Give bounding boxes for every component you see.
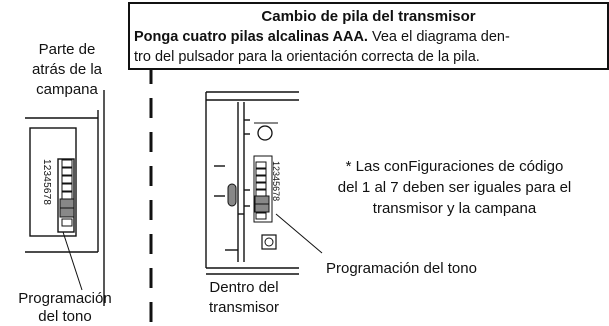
transmitter-dip-switch bbox=[253, 155, 273, 223]
chime-back-label-line1: Parte de bbox=[38, 41, 96, 58]
chime-dip-num-8: 8 bbox=[41, 199, 52, 206]
code-note: * Las conFiguraciones de código del 1 al… bbox=[300, 156, 609, 219]
chime-tone-caption-line1: Programación bbox=[18, 290, 112, 307]
transmitter-inside-label: Dentro del transmisor bbox=[196, 278, 292, 318]
code-note-line3: transmisor y la campana bbox=[372, 200, 537, 217]
screw-hole bbox=[264, 237, 274, 247]
instruction-title: Cambio de pila del transmisor bbox=[261, 8, 476, 25]
right-leader-line bbox=[275, 213, 323, 254]
chime-tone-caption-line2: del tono bbox=[38, 308, 92, 325]
left-leader-line bbox=[62, 231, 83, 291]
transmitter-body bbox=[205, 91, 299, 275]
chime-back-label-line2: atrás de la bbox=[31, 61, 103, 78]
transmitter-tone-caption: Programación del tono bbox=[326, 260, 477, 277]
code-note-line2: del 1 al 7 deben ser iguales para el bbox=[337, 179, 572, 196]
battery-slot bbox=[227, 183, 237, 207]
tamper-button bbox=[257, 125, 273, 141]
code-note-line1: * Las conFiguraciones de código bbox=[345, 158, 564, 175]
chime-back-label: Parte de atrás de la campana bbox=[15, 40, 119, 100]
chime-dip-switch bbox=[59, 159, 75, 227]
transmitter-inside-line1: Dentro del bbox=[209, 279, 279, 296]
instruction-body: Ponga cuatro pilas alcalinas AAA. Vea el… bbox=[134, 27, 604, 67]
instruction-body-line2: tro del pulsador para la orientación cor… bbox=[134, 49, 480, 65]
chime-dip-numbers: 12345678 bbox=[33, 158, 55, 230]
instruction-body-line1: Vea el diagrama den- bbox=[367, 29, 510, 45]
chime-back-label-line3: campana bbox=[36, 81, 98, 98]
chime-tone-caption: Programación del tono bbox=[5, 290, 125, 326]
transmitter-inside-line2: transmisor bbox=[208, 299, 279, 316]
instruction-bold-line: Ponga cuatro pilas alcalinas AAA. bbox=[134, 29, 368, 45]
chime-back-plate bbox=[25, 90, 105, 306]
tx-dip-num-8: 8 bbox=[271, 196, 281, 202]
transmitter-dip-numbers: 12345678 bbox=[268, 160, 282, 220]
screw-square bbox=[261, 234, 277, 250]
instruction-box: Cambio de pila del transmisor Ponga cuat… bbox=[128, 2, 609, 70]
